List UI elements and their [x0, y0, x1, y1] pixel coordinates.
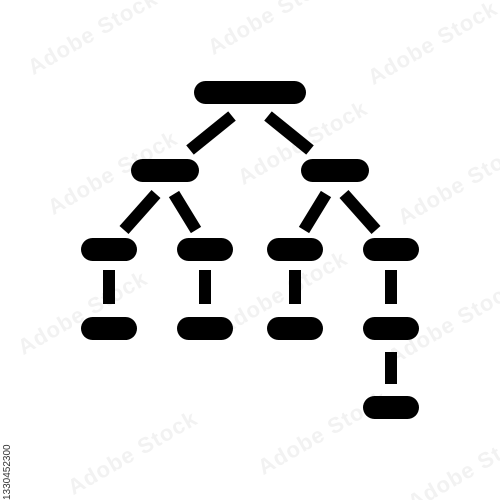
node-level2-left: [131, 159, 199, 182]
node-level4-2: [177, 317, 233, 340]
node-level3-1: [81, 238, 137, 261]
node-level4-1: [81, 317, 137, 340]
connector-right-b: [339, 190, 381, 234]
node-level3-2: [177, 238, 233, 261]
node-level4-4: [363, 317, 419, 340]
node-level2-right: [301, 159, 369, 182]
node-root: [194, 81, 306, 104]
connector-left-a: [119, 190, 161, 234]
node-level3-3: [267, 238, 323, 261]
node-level4-3: [267, 317, 323, 340]
connector-lines: [103, 111, 397, 384]
node-level5-1: [363, 396, 419, 419]
connector-top-right: [264, 111, 314, 155]
node-pills: [81, 81, 419, 419]
stock-id-label: 1330452300: [2, 444, 13, 500]
connector-left-b: [168, 190, 202, 234]
connector-top-left: [186, 111, 236, 155]
connector-right-a: [298, 190, 332, 234]
node-level3-4: [363, 238, 419, 261]
